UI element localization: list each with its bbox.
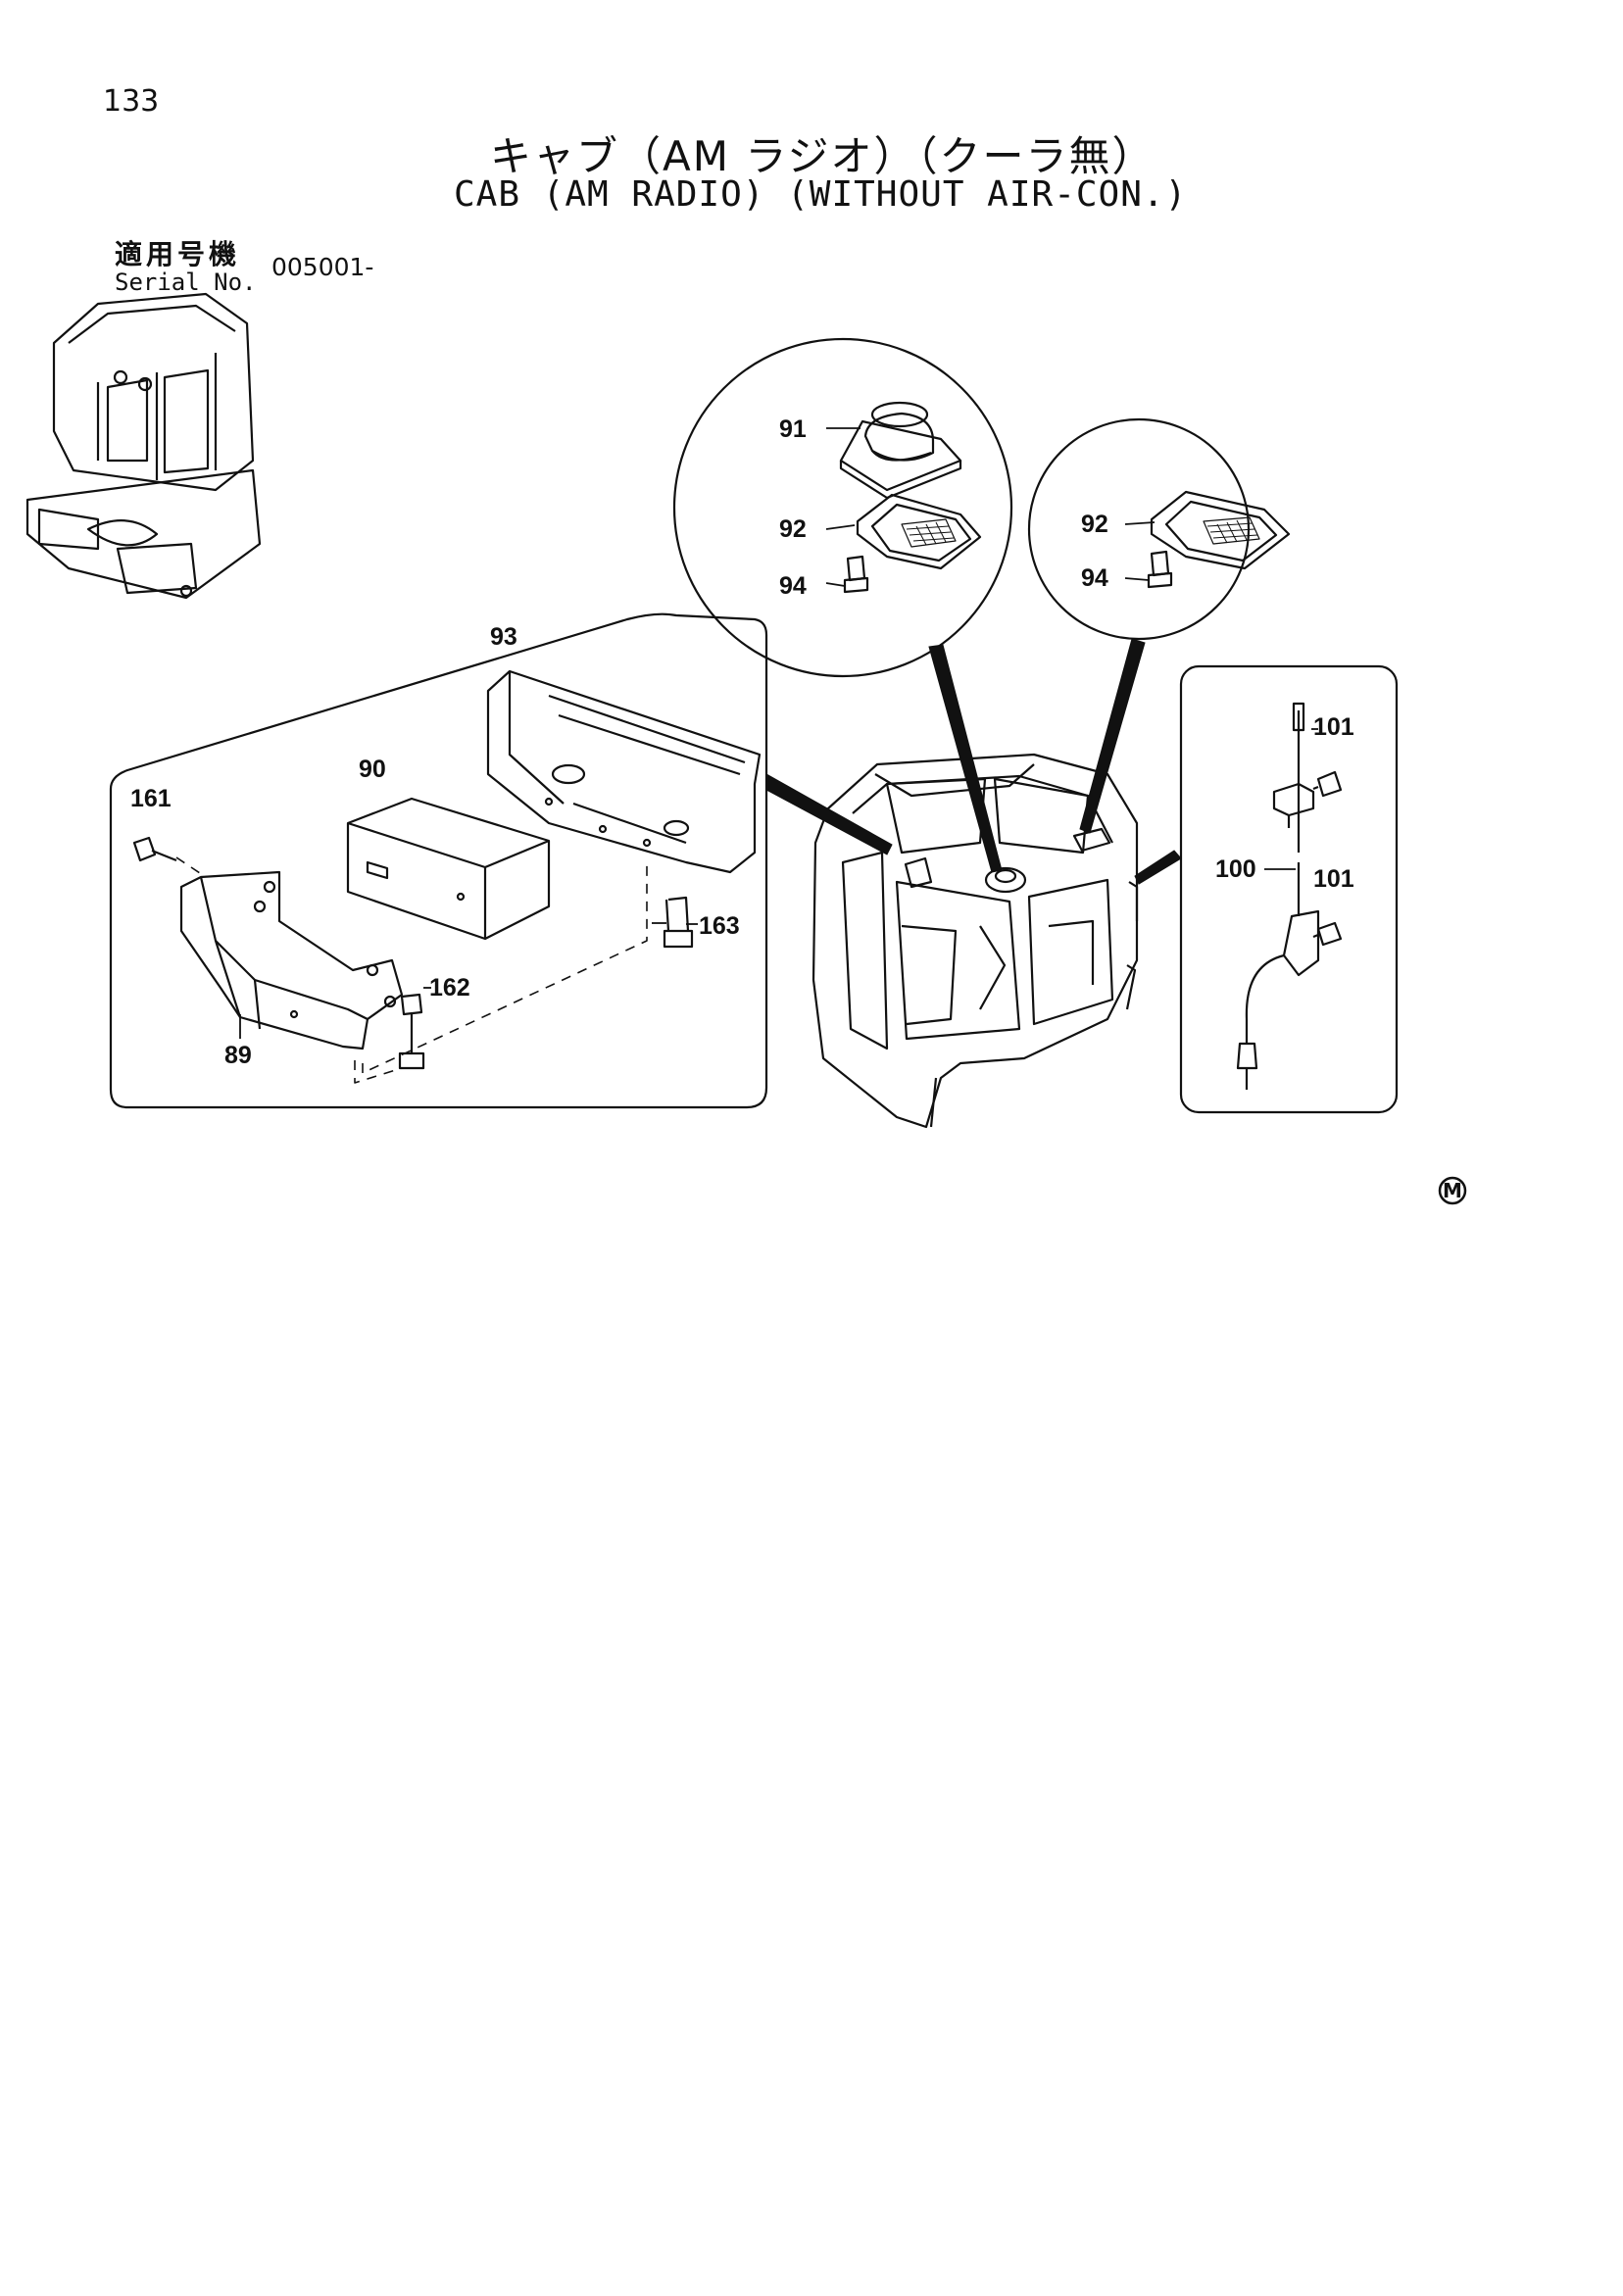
leader-lines	[239, 427, 1318, 1039]
part-label-94-left: 94	[779, 572, 807, 600]
antenna-detail-box	[1179, 664, 1399, 1114]
page-number: 133	[103, 84, 160, 119]
speaker-detail-circle	[672, 337, 1013, 678]
svg-text:M: M	[1443, 1179, 1462, 1202]
screw-94-left	[843, 555, 869, 594]
speaker-grille-92-right	[1150, 490, 1291, 570]
part-label-90: 90	[359, 756, 386, 783]
bolt-101-upper	[1312, 770, 1343, 798]
cab-overview-illustration	[25, 292, 262, 600]
pointer-wedges	[765, 638, 1182, 885]
part-label-163: 163	[699, 912, 740, 940]
screw-94-right	[1147, 550, 1173, 589]
radio-group-outline	[109, 612, 768, 1109]
title-japanese: キャブ（AM ラジオ）（クーラ無）	[490, 132, 1156, 180]
radio-cover-93	[486, 669, 762, 874]
serial-label-english: Serial No.	[115, 269, 257, 296]
part-label-162: 162	[429, 974, 470, 1001]
part-label-101-lower: 101	[1313, 865, 1354, 893]
part-label-91: 91	[779, 415, 807, 443]
part-label-94-right: 94	[1081, 564, 1108, 592]
part-label-101-upper: 101	[1313, 713, 1354, 741]
part-label-89: 89	[224, 1042, 252, 1069]
bolt-101-lower	[1312, 921, 1343, 947]
part-label-100: 100	[1215, 855, 1256, 883]
model-mark-icon: M	[1438, 1176, 1467, 1205]
serial-label-japanese: 適用号機	[115, 238, 241, 270]
cab-main-illustration	[812, 753, 1139, 1129]
grille-detail-circle	[1027, 417, 1251, 641]
serial-number-value: 005001-	[271, 253, 374, 281]
part-label-92-right: 92	[1081, 511, 1108, 538]
radio-unit-90	[346, 797, 551, 941]
bolt-161	[132, 836, 177, 862]
bracket-89	[179, 870, 404, 1050]
bolt-162	[398, 993, 425, 1070]
part-label-92-left: 92	[779, 515, 807, 543]
part-label-93: 93	[490, 623, 517, 651]
antenna-assembly	[1236, 702, 1320, 1090]
part-label-161: 161	[130, 785, 172, 812]
speaker-grille-92-left	[856, 493, 982, 570]
title-english: CAB (AM RADIO) (WITHOUT AIR-CON.)	[454, 174, 1188, 215]
bolt-163	[663, 896, 694, 949]
speaker-91	[839, 401, 962, 500]
assembly-lines	[175, 856, 648, 1084]
